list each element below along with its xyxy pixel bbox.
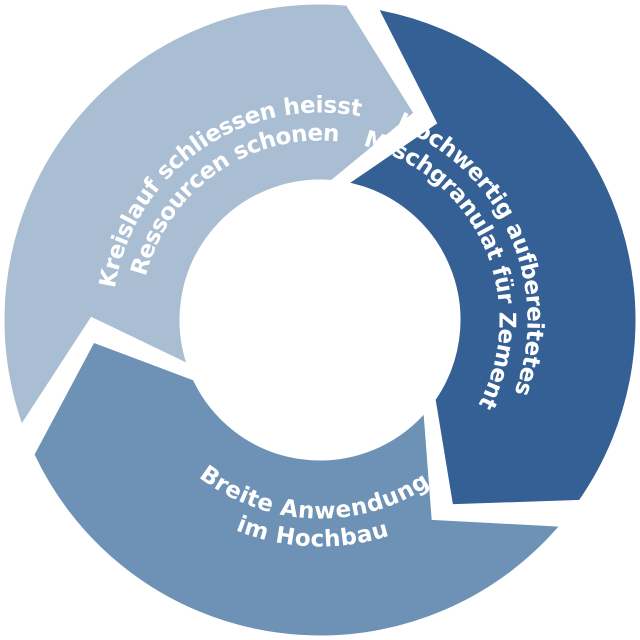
segment-right-arrow <box>337 3 640 510</box>
segment-top-left-arrow <box>0 0 420 435</box>
segment-bottom-arrow <box>28 336 569 640</box>
